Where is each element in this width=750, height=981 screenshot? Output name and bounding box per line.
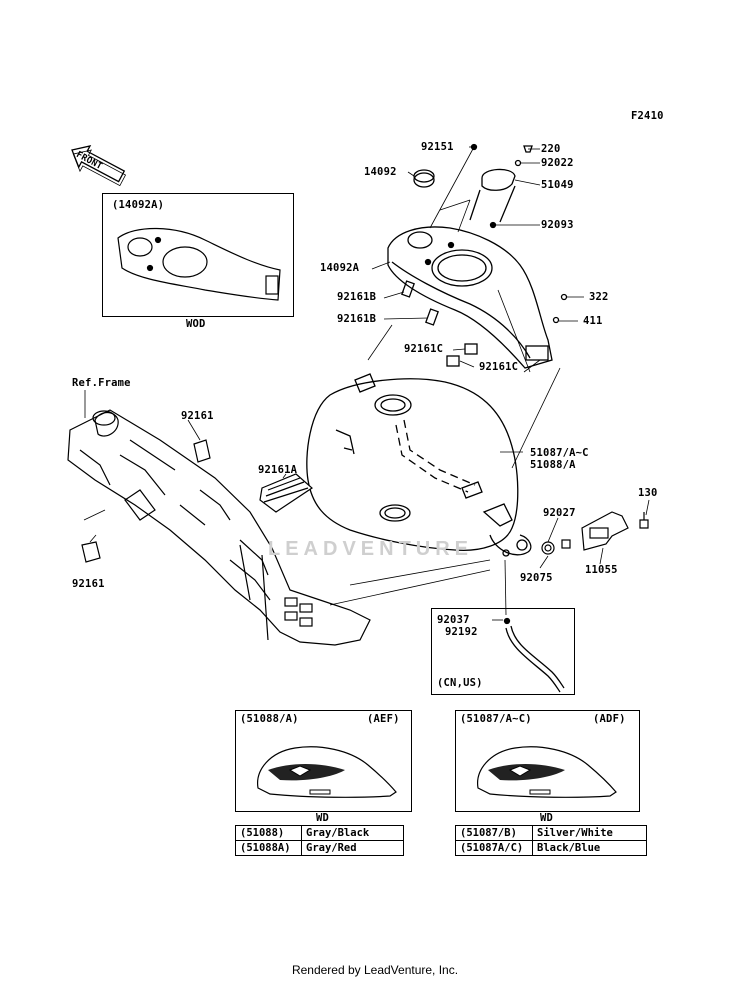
table-row: (51087/B) Silver/White: [455, 825, 647, 841]
variant-51087-code: (51087/A~C): [460, 713, 532, 725]
variant-51087-caption: WD: [540, 812, 554, 824]
variant-51088-caption: WD: [316, 812, 330, 824]
callout-92027: 92027: [543, 507, 576, 519]
callout-51087: 51087/A~C: [530, 447, 589, 459]
callout-51049: 51049: [541, 179, 574, 191]
part-number-cell: (51088): [235, 825, 302, 841]
frame-drawing: [67, 409, 371, 646]
ref-frame-label: Ref.Frame: [72, 377, 131, 389]
callout-92151: 92151: [421, 141, 454, 153]
callout-14092a: 14092A: [320, 262, 360, 274]
callout-92161c-1: 92161C: [404, 343, 444, 355]
watermark: LEADVENTURE: [268, 538, 474, 560]
callout-130: 130: [638, 487, 658, 499]
color-cell: Gray/Red: [301, 840, 404, 856]
color-cell: Silver/White: [532, 825, 647, 841]
table-row: (51088A) Gray/Red: [235, 840, 404, 856]
drain-hose-drawing: [503, 617, 565, 693]
variant-51088-code: (51088/A): [240, 713, 299, 725]
bracket-drawing: [541, 511, 649, 555]
front-arrow-icon: [71, 145, 127, 187]
variant-box-51088: [235, 710, 412, 812]
callout-92161a: 92161A: [258, 464, 298, 476]
part-number-cell: (51087/B): [455, 825, 533, 841]
fuel-tank-drawing: [306, 373, 532, 557]
callout-92192: 92192: [445, 626, 478, 638]
cover-inset-code: (14092A): [112, 199, 165, 211]
callout-220: 220: [541, 143, 561, 155]
tank-variant-gray-drawing: [257, 746, 397, 798]
callout-92161b-2: 92161B: [337, 313, 377, 325]
callout-92022: 92022: [541, 157, 574, 169]
cn-us-caption: (CN,US): [437, 677, 483, 689]
variant-51088-region: (AEF): [367, 713, 400, 725]
callout-322: 322: [589, 291, 609, 303]
callout-92161c-2: 92161C: [479, 361, 519, 373]
table-row: (51087A/C) Black/Blue: [455, 840, 647, 856]
variant-51087-color-table: (51087/B) Silver/White (51087A/C) Black/…: [455, 825, 647, 856]
callout-92161b-1: 92161B: [337, 291, 377, 303]
callout-92075: 92075: [520, 572, 553, 584]
variant-51088-color-table: (51088) Gray/Black (51088A) Gray/Red: [235, 825, 404, 856]
callout-92161-bottom: 92161: [72, 578, 105, 590]
color-cell: Black/Blue: [532, 840, 647, 856]
callout-11055: 11055: [585, 564, 618, 576]
tank-cover-drawing: [387, 143, 568, 369]
variant-51087-region: (ADF): [593, 713, 626, 725]
part-number-cell: (51087A/C): [455, 840, 533, 856]
callout-92037: 92037: [437, 614, 470, 626]
leader-lines: [83, 146, 650, 621]
cover-inset-box: [102, 193, 294, 317]
callout-411: 411: [583, 315, 603, 327]
table-row: (51088) Gray/Black: [235, 825, 404, 841]
cover-inset-drawing: [117, 227, 281, 301]
tank-variant-silver-drawing: [477, 746, 617, 798]
callout-51088: 51088/A: [530, 459, 576, 471]
part-number-cell: (51088A): [235, 840, 302, 856]
cover-inset-caption: WOD: [186, 318, 206, 330]
callout-92093: 92093: [541, 219, 574, 231]
variant-box-51087: [455, 710, 640, 812]
cn-us-inset-box: [431, 608, 575, 695]
callout-92161-top: 92161: [181, 410, 214, 422]
color-cell: Gray/Black: [301, 825, 404, 841]
figure-code: F2410: [631, 110, 664, 122]
footer-credit: Rendered by LeadVenture, Inc.: [291, 963, 459, 977]
callout-14092: 14092: [364, 166, 397, 178]
